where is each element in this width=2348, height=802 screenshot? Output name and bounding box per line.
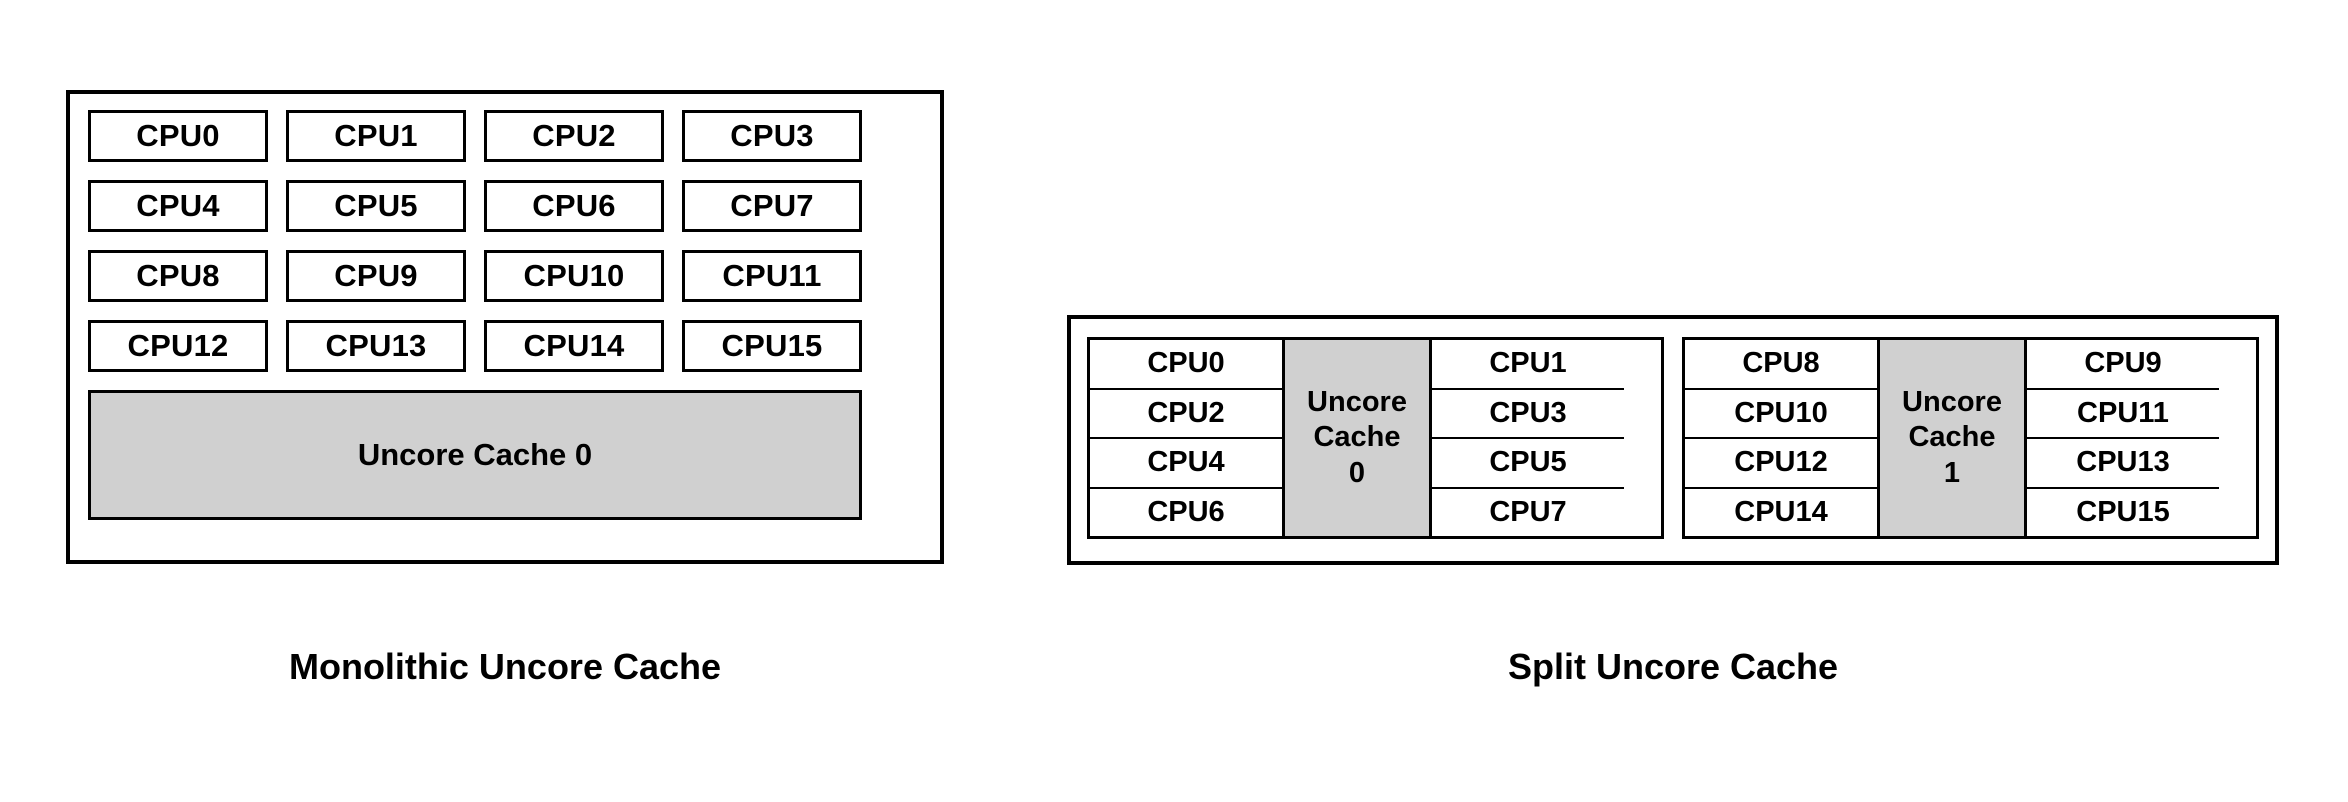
cpu-box-cpu8[interactable]: CPU8 [88, 250, 268, 302]
cpu-box-cpu9[interactable]: CPU9 [286, 250, 466, 302]
cpu-cell-cpu11[interactable]: CPU11 [2027, 389, 2219, 439]
split-half-1: CPU8 CPU10 CPU12 CPU14 Uncore Cache 1 CP… [1682, 337, 2259, 539]
split-half-1-right-cpu-column: CPU9 CPU11 CPU13 CPU15 [2027, 340, 2219, 536]
uncore-cache-0-line2: Cache [1313, 421, 1401, 454]
cpu-cell-cpu4[interactable]: CPU4 [1090, 439, 1282, 489]
cpu-box-cpu7[interactable]: CPU7 [682, 180, 862, 232]
cpu-box-cpu11[interactable]: CPU11 [682, 250, 862, 302]
monolithic-cpu-grid: CPU0 CPU1 CPU2 CPU3 CPU4 CPU5 CPU6 CPU7 … [88, 110, 862, 372]
cpu-cell-cpu13[interactable]: CPU13 [2027, 439, 2219, 489]
cpu-cell-cpu7[interactable]: CPU7 [1432, 488, 1624, 536]
cpu-cell-cpu12[interactable]: CPU12 [1685, 439, 1877, 489]
cpu-cell-cpu9[interactable]: CPU9 [2027, 340, 2219, 390]
uncore-cache-0-index: 0 [1348, 456, 1366, 489]
cpu-box-cpu15[interactable]: CPU15 [682, 320, 862, 372]
split-half-0: CPU0 CPU2 CPU4 CPU6 Uncore Cache 0 CPU1 … [1087, 337, 1664, 539]
cpu-cell-cpu0[interactable]: CPU0 [1090, 340, 1282, 390]
cpu-cell-cpu6[interactable]: CPU6 [1090, 488, 1282, 536]
split-figure-caption: Split Uncore Cache [1507, 646, 1839, 687]
cpu-box-cpu4[interactable]: CPU4 [88, 180, 268, 232]
cpu-cell-cpu10[interactable]: CPU10 [1685, 389, 1877, 439]
split-halves-container: CPU0 CPU2 CPU4 CPU6 Uncore Cache 0 CPU1 … [1087, 337, 2259, 539]
split-uncore-cache-figure: CPU0 CPU2 CPU4 CPU6 Uncore Cache 0 CPU1 … [1067, 315, 2279, 565]
uncore-cache-1-block[interactable]: Uncore Cache 1 [1877, 340, 2027, 536]
monolithic-figure-caption: Monolithic Uncore Cache [288, 646, 722, 687]
cpu-cell-cpu3[interactable]: CPU3 [1432, 389, 1624, 439]
cpu-cell-cpu2[interactable]: CPU2 [1090, 389, 1282, 439]
cpu-cell-cpu8[interactable]: CPU8 [1685, 340, 1877, 390]
uncore-cache-1-line2: Cache [1908, 421, 1996, 454]
cpu-cell-cpu1[interactable]: CPU1 [1432, 340, 1624, 390]
cpu-box-cpu1[interactable]: CPU1 [286, 110, 466, 162]
split-half-0-right-cpu-column: CPU1 CPU3 CPU5 CPU7 [1432, 340, 1624, 536]
split-half-1-left-cpu-column: CPU8 CPU10 CPU12 CPU14 [1685, 340, 1877, 536]
cpu-cell-cpu15[interactable]: CPU15 [2027, 488, 2219, 536]
cpu-cell-cpu14[interactable]: CPU14 [1685, 488, 1877, 536]
cpu-box-cpu3[interactable]: CPU3 [682, 110, 862, 162]
cpu-box-cpu12[interactable]: CPU12 [88, 320, 268, 372]
uncore-cache-0-line1: Uncore [1307, 385, 1407, 418]
cpu-box-cpu14[interactable]: CPU14 [484, 320, 664, 372]
cpu-box-cpu5[interactable]: CPU5 [286, 180, 466, 232]
cpu-box-cpu6[interactable]: CPU6 [484, 180, 664, 232]
uncore-cache-0-block[interactable]: Uncore Cache 0 [1282, 340, 1432, 536]
split-half-0-left-cpu-column: CPU0 CPU2 CPU4 CPU6 [1090, 340, 1282, 536]
cpu-box-cpu13[interactable]: CPU13 [286, 320, 466, 372]
uncore-cache-1-line1: Uncore [1902, 385, 2002, 418]
cpu-box-cpu2[interactable]: CPU2 [484, 110, 664, 162]
uncore-cache-0-block[interactable]: Uncore Cache 0 [88, 390, 862, 520]
cpu-cell-cpu5[interactable]: CPU5 [1432, 439, 1624, 489]
monolithic-uncore-cache-figure: CPU0 CPU1 CPU2 CPU3 CPU4 CPU5 CPU6 CPU7 … [66, 90, 944, 564]
cpu-box-cpu0[interactable]: CPU0 [88, 110, 268, 162]
uncore-cache-1-index: 1 [1943, 456, 1961, 489]
cpu-box-cpu10[interactable]: CPU10 [484, 250, 664, 302]
